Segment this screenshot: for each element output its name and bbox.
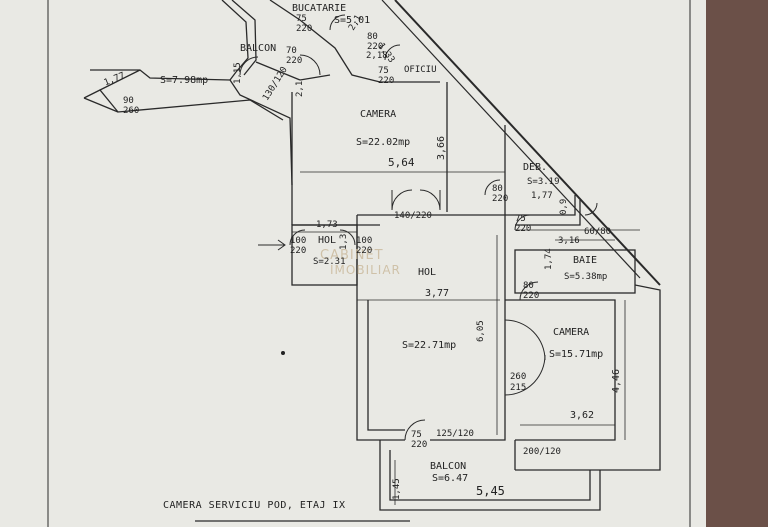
door-80-220-kitchen: 80 220 <box>367 32 384 52</box>
window-60-80: 60/80 <box>584 227 612 237</box>
dimension-377: 3,77 <box>425 288 450 299</box>
watermark: CABINET IMOBILIAR <box>320 248 401 277</box>
door-entrance-100-220: 100 220 <box>290 236 307 256</box>
watermark-line2: IMOBILIAR <box>330 263 401 277</box>
room-area-baie: S=5.38mp <box>564 272 608 282</box>
window-125-120: 125/120 <box>436 429 474 439</box>
room-name-baie: BAIE <box>573 255 598 266</box>
dimension-605: 6,05 <box>476 320 486 342</box>
room-area-camera-top: S=22.02mp <box>356 137 411 148</box>
room-name-bucatarie: BUCATARIE <box>292 3 347 14</box>
room-area-balcon-top: S=7.98mp <box>160 75 209 86</box>
door-hol-100-220: 100 220 <box>356 236 373 256</box>
dimension-316: 3,16 <box>558 236 580 246</box>
door-oficiu-75-220: 75 220 <box>378 66 395 86</box>
dimension-545: 5,45 <box>476 484 505 498</box>
door-baie-80-220: 80 220 <box>523 281 540 301</box>
door-balcon-70-220: 70 220 <box>286 46 303 66</box>
room-name-debara: DEB. <box>523 162 548 173</box>
plan-caption: CAMERA SERVICIU POD, ETAJ IX <box>163 500 346 511</box>
dimension-446: 4,46 <box>611 368 622 393</box>
room-name-hol-main: HOL <box>418 267 437 278</box>
dimension-177-debara: 1,77 <box>531 191 553 201</box>
dimension-13: 1,3 <box>339 233 349 250</box>
dimension-09: 0,9 <box>559 198 569 215</box>
dimension-366: 3,66 <box>436 135 447 160</box>
room-area-hol-small: S=2.31 <box>313 257 346 267</box>
dimension-174: 1,74 <box>544 248 554 270</box>
door-75-220-hall: 75 220 <box>515 214 532 234</box>
dimension-21-balcon: 2,1 <box>295 80 305 97</box>
room-area-bucatarie: S=5.01 <box>334 15 371 26</box>
room-area-balcon-bottom: S=6.47 <box>432 473 469 484</box>
room-name-balcon-top: BALCON <box>240 43 277 54</box>
window-200-120: 200/120 <box>523 447 561 457</box>
paper-sheet <box>0 0 706 527</box>
watermark-line1: CABINET <box>320 248 384 263</box>
room-name-hol-small: HOL <box>318 235 337 246</box>
room-name-camera-right: CAMERA <box>553 327 590 338</box>
dimension-115: 1,15 <box>233 62 243 84</box>
door-debara-80-220: 80 220 <box>492 184 509 204</box>
room-area-debara: S=3.19 <box>527 177 560 187</box>
door-kitchen-75-220: 75 220 <box>296 14 313 34</box>
room-name-balcon-bottom: BALCON <box>430 461 467 472</box>
dimension-564: 5,64 <box>388 156 415 169</box>
dimension-173: 1,73 <box>316 220 338 230</box>
door-camera-260-215: 260 215 <box>510 372 527 393</box>
door-balcon-75-220: 75 220 <box>411 430 428 450</box>
room-name-oficiu: OFICIU <box>404 65 437 75</box>
door-living-140-220: 140/220 <box>394 211 432 221</box>
dimension-145: 1,45 <box>392 478 402 500</box>
dimension-362: 3,62 <box>570 410 595 421</box>
room-area-camera-right: S=15.71mp <box>549 349 604 360</box>
room-area-living: S=22.71mp <box>402 340 457 351</box>
dimension-218: 2,18 <box>366 51 388 61</box>
window-90-260: 90 260 <box>123 96 140 116</box>
room-name-camera-top: CAMERA <box>360 109 397 120</box>
